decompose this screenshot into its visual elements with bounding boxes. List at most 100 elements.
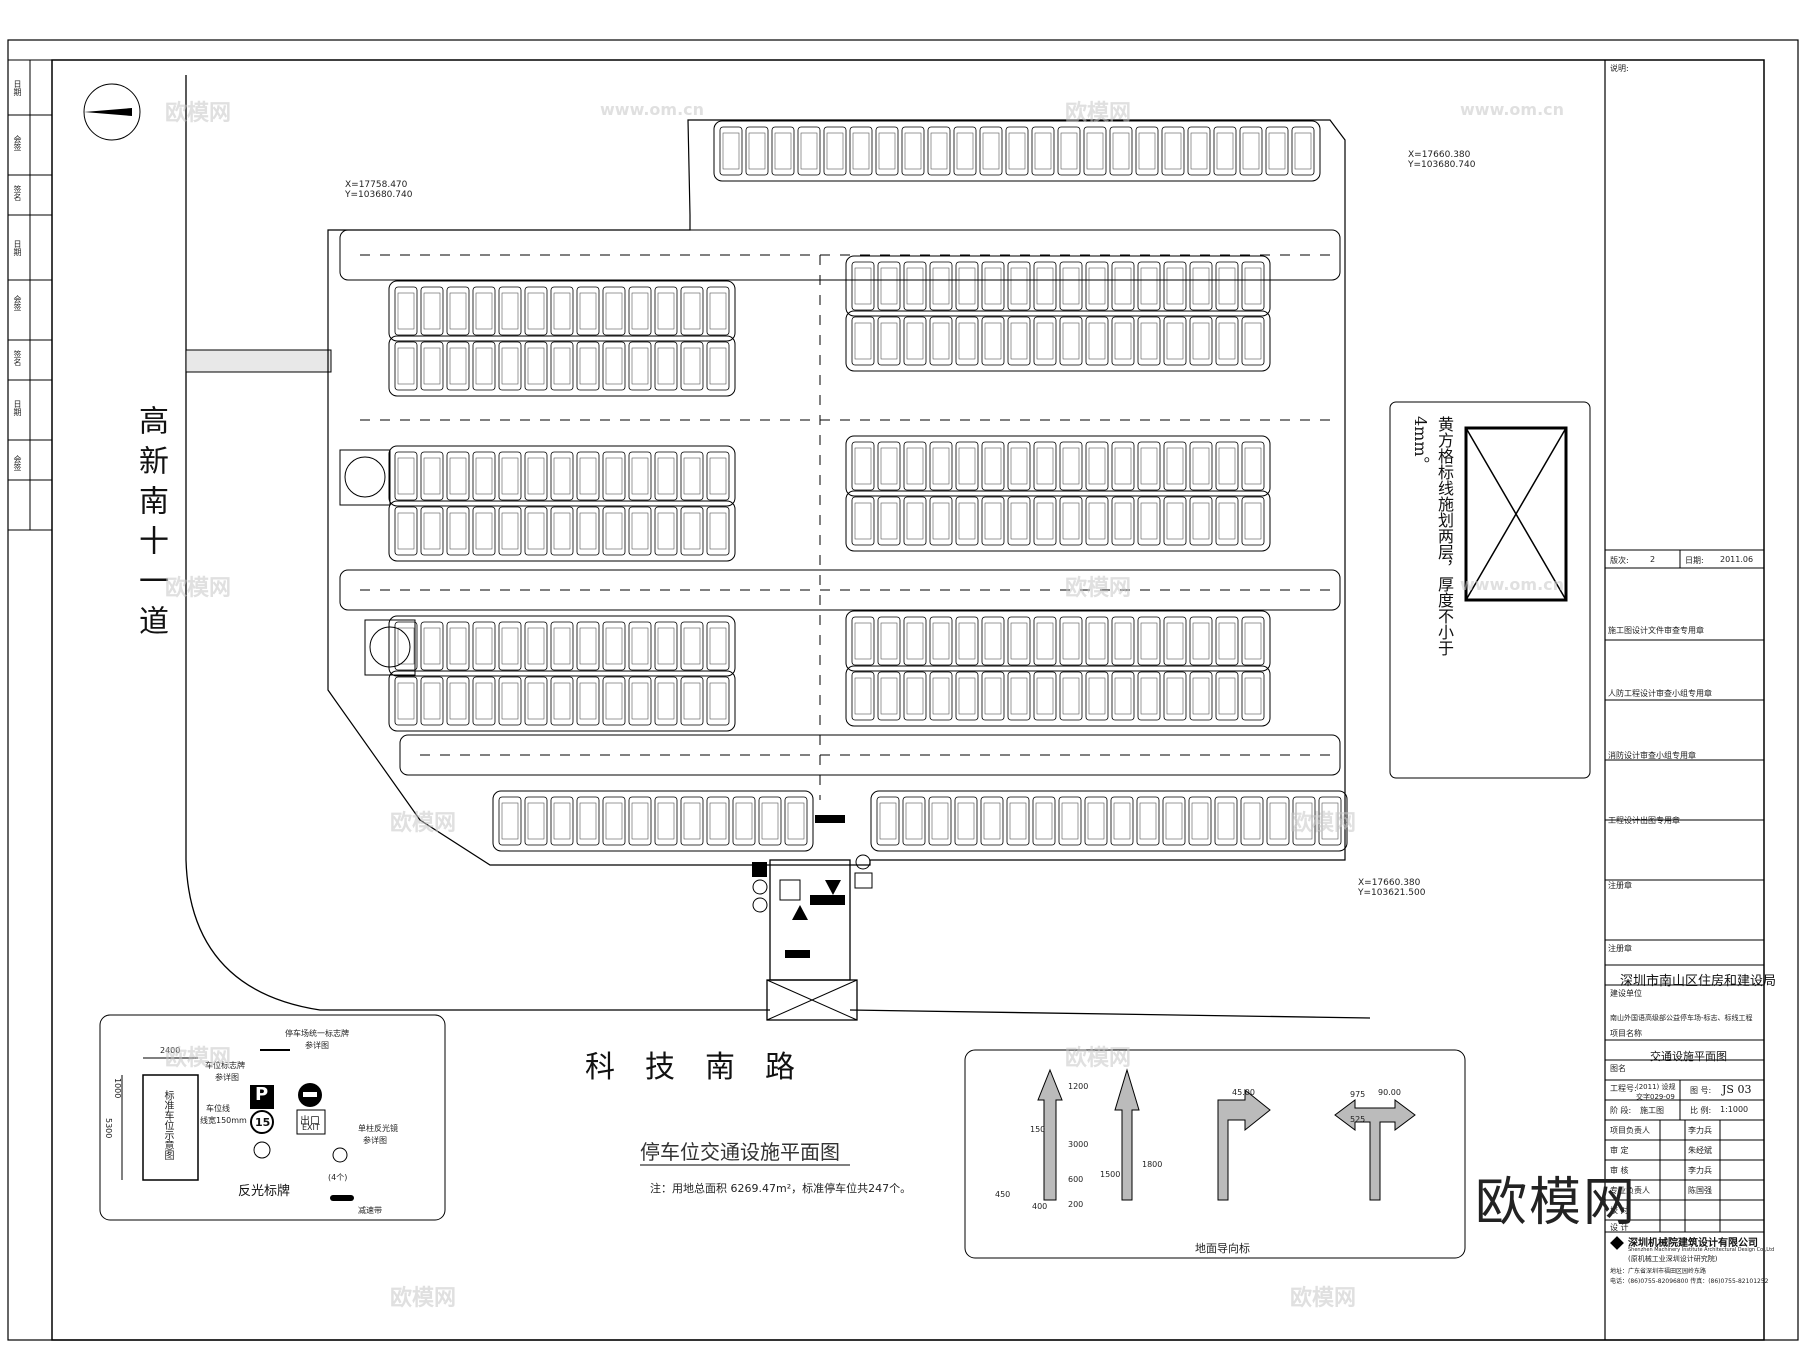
parking-stall bbox=[1007, 316, 1031, 366]
parking-stall bbox=[1189, 496, 1213, 546]
legend-dim-top: 1000 bbox=[113, 1078, 122, 1099]
parking-stall bbox=[1111, 671, 1135, 721]
parking-row bbox=[845, 310, 1271, 372]
drawing-frame bbox=[51, 59, 1765, 1341]
car-outline bbox=[932, 622, 950, 660]
watermark: 欧模网 bbox=[1290, 1286, 1357, 1311]
car-outline bbox=[397, 292, 415, 330]
parking-stall bbox=[1292, 796, 1316, 846]
car-outline bbox=[1062, 502, 1080, 540]
parking-stall bbox=[877, 261, 901, 311]
parking-stall bbox=[472, 451, 496, 501]
car-outline bbox=[1114, 502, 1132, 540]
car-outline bbox=[1192, 677, 1210, 715]
car-outline bbox=[449, 457, 467, 495]
car-outline bbox=[932, 322, 950, 360]
parking-stall bbox=[498, 676, 522, 726]
car-outline bbox=[880, 267, 898, 305]
parking-row bbox=[713, 120, 1321, 182]
parking-stall bbox=[929, 261, 953, 311]
parking-stall bbox=[602, 796, 626, 846]
car-outline bbox=[709, 802, 727, 840]
car-outline bbox=[579, 627, 597, 665]
legend-stall-label: 标准车位示意图 bbox=[162, 1090, 173, 1160]
parking-stall bbox=[955, 316, 979, 366]
parking-stall bbox=[628, 341, 652, 391]
parking-stall bbox=[420, 286, 444, 336]
strip-label: 日期 bbox=[13, 400, 22, 416]
watermark: 欧模网 bbox=[165, 101, 232, 126]
tb-stamp-1: 施工图设计文件审查专用章 bbox=[1608, 626, 1704, 635]
parking-stall bbox=[903, 261, 927, 311]
car-outline bbox=[932, 677, 950, 715]
car-outline bbox=[553, 627, 571, 665]
car-outline bbox=[1139, 802, 1157, 840]
car-outline bbox=[958, 502, 976, 540]
drawing-title: 停车位交通设施平面图 bbox=[640, 1140, 840, 1164]
car-outline bbox=[1166, 677, 1184, 715]
car-outline bbox=[1218, 447, 1236, 485]
parking-row bbox=[492, 790, 814, 852]
sheet-border bbox=[7, 39, 1799, 1341]
car-outline bbox=[553, 512, 571, 550]
parking-row bbox=[388, 615, 736, 677]
car-outline bbox=[475, 627, 493, 665]
parking-stall bbox=[1215, 496, 1239, 546]
car-outline bbox=[774, 132, 792, 170]
parking-stall bbox=[472, 286, 496, 336]
car-outline bbox=[605, 457, 623, 495]
car-outline bbox=[958, 322, 976, 360]
car-outline bbox=[932, 447, 950, 485]
parking-row bbox=[388, 445, 736, 507]
car-outline bbox=[683, 627, 701, 665]
tb-role: 专业负责人 bbox=[1610, 1186, 1650, 1195]
tb-name: 李力兵 bbox=[1688, 1166, 1712, 1175]
parking-stall bbox=[1059, 616, 1083, 666]
car-outline bbox=[1166, 267, 1184, 305]
car-outline bbox=[657, 457, 675, 495]
parking-stall bbox=[680, 451, 704, 501]
ground-arrows-dim: 600 bbox=[1068, 1175, 1084, 1184]
car-outline bbox=[1087, 802, 1105, 840]
parking-stall bbox=[1266, 796, 1290, 846]
parking-stall bbox=[955, 496, 979, 546]
parking-row bbox=[870, 790, 1348, 852]
car-outline bbox=[579, 292, 597, 330]
tb-project-label: 项目名称 bbox=[1610, 1029, 1642, 1038]
car-outline bbox=[449, 627, 467, 665]
tb-address: 地址：广东省深圳市福田区园岭东路 bbox=[1610, 1268, 1707, 1275]
parking-stall bbox=[797, 126, 821, 176]
parking-stall bbox=[1291, 126, 1315, 176]
tb-firm-en: Shenzhen Machinery Institute Architectur… bbox=[1628, 1247, 1775, 1253]
parking-stall bbox=[771, 126, 795, 176]
car-outline bbox=[787, 802, 805, 840]
parking-stall bbox=[524, 341, 548, 391]
coordinate-ne: X=17660.380 Y=103680.740 bbox=[1408, 150, 1475, 170]
legend-signpost: 车位标志牌 bbox=[205, 1061, 245, 1070]
ground-arrows-dim: 150 bbox=[1030, 1125, 1046, 1134]
parking-stall bbox=[851, 496, 875, 546]
legend-detail bbox=[99, 1014, 446, 1221]
parking-stall bbox=[1033, 616, 1057, 666]
parking-stall bbox=[1189, 261, 1213, 311]
parking-stall bbox=[446, 341, 470, 391]
car-outline bbox=[826, 132, 844, 170]
parking-stall bbox=[903, 671, 927, 721]
car-outline bbox=[553, 292, 571, 330]
parking-stall bbox=[851, 616, 875, 666]
parking-stall bbox=[524, 676, 548, 726]
car-outline bbox=[906, 677, 924, 715]
parking-stall bbox=[680, 676, 704, 726]
parking-stall bbox=[394, 451, 418, 501]
parking-stall bbox=[498, 506, 522, 556]
parking-stall bbox=[981, 441, 1005, 491]
parking-stall bbox=[680, 621, 704, 671]
parking-stall bbox=[524, 451, 548, 501]
parking-stall bbox=[849, 126, 873, 176]
car-outline bbox=[932, 502, 950, 540]
car-outline bbox=[1192, 267, 1210, 305]
parking-row bbox=[388, 670, 736, 732]
parking-stall bbox=[1137, 441, 1161, 491]
parking-stall bbox=[654, 621, 678, 671]
